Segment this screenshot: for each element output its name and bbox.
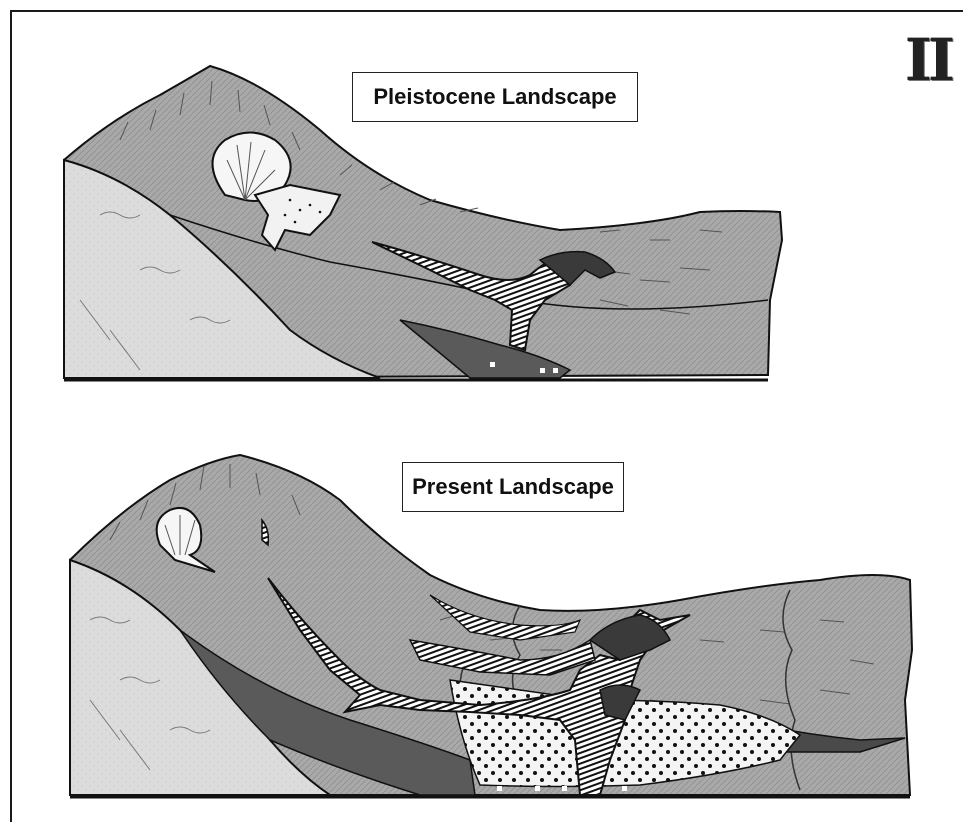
pleistocene-title: Pleistocene Landscape — [352, 72, 638, 122]
present-title: Present Landscape — [402, 462, 624, 512]
